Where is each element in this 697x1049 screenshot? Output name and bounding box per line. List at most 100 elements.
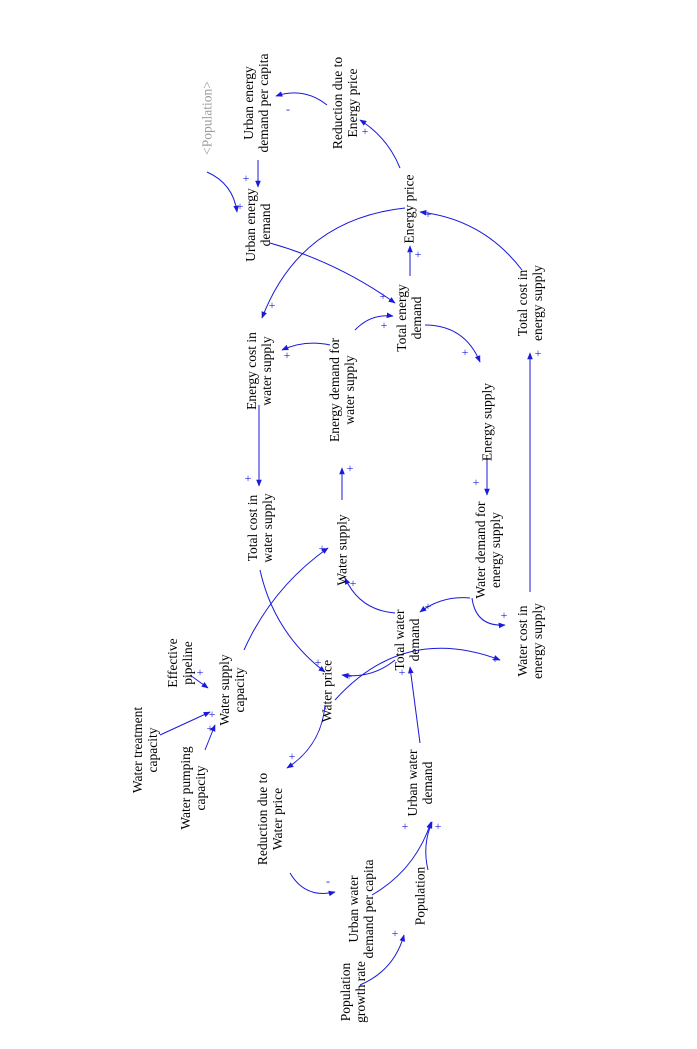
polarity-sign: +	[381, 318, 388, 332]
polarity-sign: +	[346, 669, 353, 683]
variable-line: water supply	[259, 336, 274, 406]
polarity-sign: +	[362, 124, 369, 138]
variable-line: Effective	[165, 638, 180, 687]
link-total-water-demand-to-water-price	[341, 659, 396, 679]
link-water-price-to-water-cost-energy-supply	[334, 647, 501, 701]
variable-line: Water price	[270, 788, 285, 850]
variable-population-growth-rate: Populationgrowth rate	[338, 961, 368, 1023]
variable-line: energy supply	[530, 265, 545, 341]
variable-line: Energy cost in	[244, 332, 259, 410]
variable-line: <Population>	[200, 81, 215, 155]
variable-line: energy supply	[488, 512, 503, 588]
variable-line: Water treatment	[130, 707, 145, 793]
polarity-sign: +	[319, 541, 326, 555]
variable-line: Reduction due to	[255, 773, 270, 865]
variable-line: water supply	[260, 493, 275, 563]
variable-total-cost-energy-supply: Total cost inenergy supply	[515, 265, 545, 341]
variable-energy-cost-water-supply: Energy cost inwater supply	[244, 332, 274, 410]
polarity-sign: +	[535, 346, 542, 360]
link-urban-water-demand-to-total-water-demand	[408, 666, 421, 744]
variable-urban-energy-demand-per-capita: Urban energydemand per capita	[241, 54, 271, 153]
variable-total-cost-water-supply: Total cost inwater supply	[245, 493, 275, 563]
variable-line: Energy price	[345, 68, 360, 137]
variable-line: demand	[420, 761, 435, 804]
variable-total-water-demand: Total waterdemand	[392, 609, 422, 670]
variable-line: capacity	[232, 667, 247, 712]
variable-line: Urban water	[346, 875, 361, 943]
polarity-sign: +	[399, 665, 406, 679]
link-water-treatment-capacity-to-water-supply-capacity	[159, 711, 211, 736]
polarity-sign: +	[289, 749, 296, 763]
variable-line: Energy supply	[480, 383, 495, 461]
polarity-sign: +	[380, 289, 387, 303]
link-energy-price-to-energy-cost-water-supply	[261, 207, 406, 319]
variable-line: water supply	[342, 355, 357, 425]
variable-water-supply-capacity: Water supplycapacity	[217, 654, 247, 726]
variable-line: Total cost in	[245, 494, 260, 561]
polarity-sign: +	[209, 707, 216, 721]
variable-line: Reduction due to	[330, 57, 345, 149]
variable-line: Population	[413, 867, 428, 926]
link-effective-pipeline-to-water-supply-capacity	[189, 674, 209, 689]
link-reduction-water-price-to-urban-water-demand-per-capita	[289, 872, 336, 897]
variable-reduction-water-price: Reduction due toWater price	[255, 773, 285, 865]
variable-water-demand-energy-supply: Water demand forenergy supply	[473, 501, 503, 599]
link-urban-energy-demand-to-total-energy-demand	[269, 242, 396, 304]
variable-line: Urban water	[405, 749, 420, 817]
link-total-cost-water-supply-to-water-price	[259, 569, 326, 673]
link-total-cost-energy-supply-to-energy-price	[419, 209, 523, 271]
polarity-sign: +	[245, 471, 252, 485]
polarity-sign: +	[435, 819, 442, 833]
variable-urban-water-demand-per-capita: Urban waterdemand per capita	[346, 860, 376, 959]
variable-line: capacity	[145, 727, 160, 772]
polarity-sign: +	[425, 207, 432, 221]
polarity-sign: +	[392, 926, 399, 940]
polarity-sign: +	[237, 199, 244, 213]
variable-line: Total cost in	[515, 269, 530, 336]
variable-line: pipeline	[180, 641, 195, 685]
link-energy-price-to-reduction-energy-price	[359, 119, 401, 169]
link-total-energy-demand-to-energy-supply	[424, 324, 481, 363]
variable-water-supply: Water supply	[335, 514, 350, 586]
variable-line: capacity	[193, 765, 208, 810]
link-total-water-demand-to-water-supply	[344, 577, 396, 614]
polarity-sign: +	[243, 171, 250, 185]
link-water-demand-energy-supply-to-total-water-demand	[419, 597, 471, 613]
polarity-sign: +	[347, 461, 354, 475]
link-energy-demand-water-supply-to-total-energy-demand	[354, 312, 394, 331]
variable-line: Water pumping	[178, 746, 193, 830]
link-water-demand-energy-supply-to-water-cost-energy-supply	[471, 597, 506, 629]
polarity-sign: +	[284, 348, 291, 362]
polarity-sign: +	[207, 721, 214, 735]
link-urban-water-demand-per-capita-to-urban-water-demand	[371, 821, 432, 896]
variable-line: Water demand for	[473, 501, 488, 599]
variable-line: demand	[409, 296, 424, 339]
variable-line: Population	[338, 963, 353, 1022]
variable-urban-energy-demand: Urban energydemand	[243, 188, 273, 262]
variable-line: energy supply	[530, 603, 545, 679]
variable-total-energy-demand: Total energydemand	[394, 284, 424, 352]
variable-line: demand	[258, 203, 273, 246]
polarity-sign: -	[326, 874, 330, 888]
variable-line: Water price	[320, 660, 335, 722]
polarity-sign: +	[425, 599, 432, 613]
variable-energy-demand-water-supply: Energy demand forwater supply	[327, 338, 357, 442]
variable-water-treatment-capacity: Water treatmentcapacity	[130, 707, 160, 793]
polarity-sign: +	[269, 298, 276, 312]
variable-line: Urban energy	[243, 188, 258, 262]
variable-energy-supply: Energy supply	[480, 383, 495, 461]
labels-layer: <Population>Urban energydemand per capit…	[130, 54, 545, 1023]
variable-line: Total water	[392, 609, 407, 670]
variable-energy-price: Energy price	[402, 174, 417, 243]
variable-line: demand	[407, 618, 422, 661]
link-water-supply-capacity-to-water-supply	[243, 547, 329, 651]
variable-line: demand per capita	[361, 860, 376, 959]
variable-population: Population	[413, 867, 428, 926]
polarity-sign: +	[473, 475, 480, 489]
polarity-sign: +	[315, 655, 322, 669]
polarity-sign: +	[197, 665, 204, 679]
link-water-price-to-reduction-water-price	[286, 704, 326, 769]
variable-line: Water cost in	[515, 605, 530, 676]
polarity-sign: +	[415, 247, 422, 261]
